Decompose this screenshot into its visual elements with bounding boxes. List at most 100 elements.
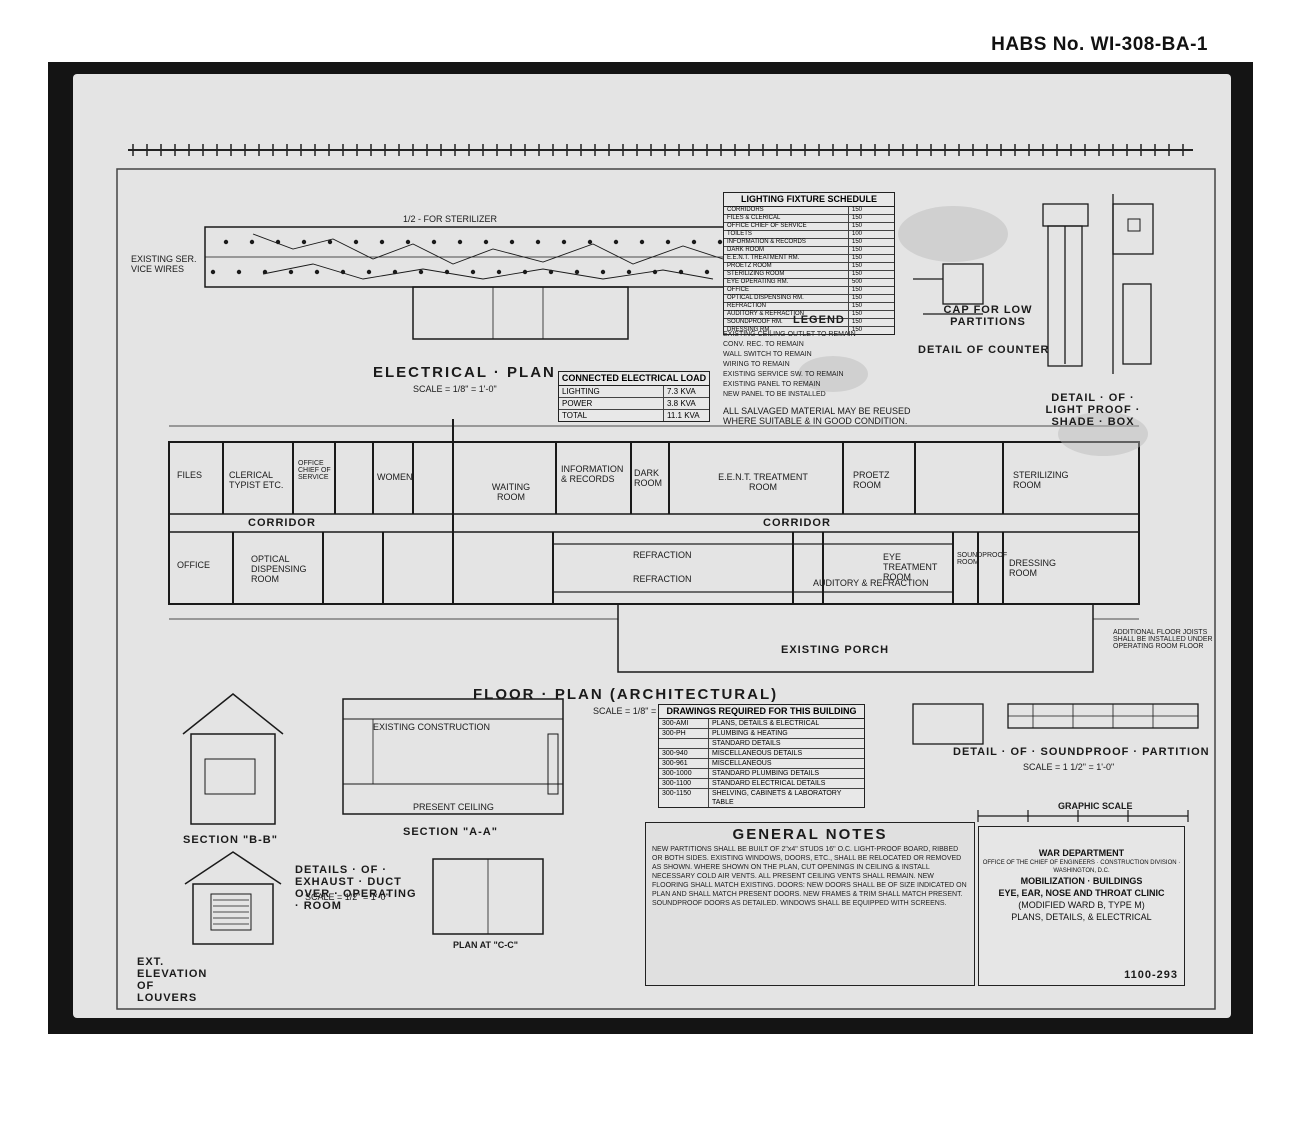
fixture-watts: 150	[852, 303, 863, 309]
corridor-label: CORRIDOR	[763, 517, 831, 529]
project-line: (MODIFIED WARD B, TYPE M)	[1018, 900, 1145, 910]
fixture-room: CORRIDORS	[724, 207, 849, 214]
soundproof-partition-label: DETAIL · OF · SOUNDPROOF · PARTITION	[953, 746, 1210, 758]
fixture-schedule-title: LIGHTING FIXTURE SCHEDULE	[724, 193, 894, 207]
light-proof-shade-box-label: DETAIL · OF · LIGHT PROOF · SHADE · BOX	[1045, 392, 1141, 428]
general-notes-text: NEW PARTITIONS SHALL BE BUILT OF 2"x4" S…	[652, 846, 967, 907]
electrical-plan-scale: SCALE = 1/8" = 1'-0"	[413, 384, 497, 394]
general-notes-title: GENERAL NOTES	[732, 826, 888, 843]
room-label: CLERICAL TYPIST ETC.	[229, 470, 284, 490]
drawings-required-title: DRAWINGS REQUIRED FOR THIS BUILDING	[659, 705, 864, 719]
detail-of-counter-label: DETAIL OF COUNTER	[918, 344, 1050, 356]
drawing-border	[116, 168, 1216, 1010]
room-label: AUDITORY & REFRACTION	[813, 578, 929, 588]
legend-item: WALL SWITCH TO REMAIN	[723, 351, 812, 358]
drawing-title: PLUMBING & HEATING	[712, 730, 788, 737]
room-label: PROETZ ROOM	[853, 470, 890, 490]
smudges	[798, 206, 1148, 456]
room-label: STERILIZING ROOM	[1013, 470, 1069, 490]
drawing-no: 300-1100	[659, 779, 709, 788]
legend-item: EXISTING CEILING OUTLET TO REMAIN	[723, 331, 856, 338]
exhaust-duct-label: DETAILS · OF · EXHAUST · DUCT OVER · OPE…	[295, 864, 417, 912]
fixture-room: DRESSING RM.	[724, 327, 849, 334]
fixture-room: OFFICE CHIEF OF SERVICE	[724, 223, 849, 230]
office-name: OFFICE OF THE CHIEF OF ENGINEERS · CONST…	[982, 860, 1181, 874]
drawing-sheet: ELECTRICAL · PLAN SCALE = 1/8" = 1'-0" 1…	[73, 74, 1231, 1018]
graphic-scale-label: GRAPHIC SCALE	[1058, 801, 1133, 811]
soundproof-partition-detail	[912, 703, 1199, 745]
sterilizer-note: 1/2 - FOR STERILIZER	[403, 214, 498, 224]
counter-detail	[913, 194, 1154, 374]
room-label: INFORMATION & RECORDS	[561, 464, 624, 484]
blueprint-linework	[116, 144, 1216, 1010]
fixture-schedule-row: E.E.N.T. TREATMENT RM.150	[724, 255, 894, 263]
legend-item: EXISTING SERVICE SW. TO REMAIN	[723, 371, 844, 378]
legend-item: CONV. REC. TO REMAIN	[723, 341, 804, 348]
electrical-plan-title: ELECTRICAL · PLAN	[373, 364, 556, 381]
fixture-room: REFRACTION	[724, 303, 849, 310]
exhaust-duct-scale: SCALE = 1/2" = 1'-0"	[305, 892, 389, 902]
room-label: DRESSING ROOM	[1009, 558, 1057, 578]
drawing-title: STANDARD ELECTRICAL DETAILS	[712, 780, 826, 787]
graphic-scale-bar	[977, 810, 1189, 822]
fixture-room: OFFICE	[724, 287, 849, 294]
existing-porch-label: EXISTING PORCH	[781, 644, 890, 656]
room-label: SOUNDPROOF ROOM	[957, 552, 1008, 566]
fixture-room: STERILIZING ROOM	[724, 271, 849, 278]
fixture-watts: 500	[852, 279, 863, 285]
project-line: PLANS, DETAILS, & ELECTRICAL	[1011, 912, 1152, 922]
electrical-plan	[204, 226, 738, 340]
fixture-schedule-row: OPTICAL DISPENSING RM.150	[724, 295, 894, 303]
fixture-room: TOILETS	[724, 231, 849, 238]
plan-cc-label: PLAN AT "C-C"	[453, 940, 519, 950]
fixture-schedule-row: DRESSING RM.150	[724, 327, 894, 334]
fixture-watts: 150	[852, 215, 863, 221]
drawing-title: PLANS, DETAILS & ELECTRICAL	[712, 720, 820, 727]
fixture-watts: 150	[852, 311, 863, 317]
drawing-no	[659, 739, 709, 748]
additional-floor-joists-note: ADDITIONAL FLOOR JOISTS SHALL BE INSTALL…	[1113, 629, 1213, 650]
drawing-no: 300-961	[659, 759, 709, 768]
fixture-room: FILES & CLERICAL	[724, 215, 849, 222]
fixture-watts: 150	[852, 255, 863, 261]
drawing-title: STANDARD DETAILS	[712, 740, 781, 747]
drawings-required-row: STANDARD DETAILS	[659, 739, 864, 749]
ext-elevation-label: EXT. ELEVATION OF LOUVERS	[137, 956, 208, 1004]
floor-plan	[168, 419, 1140, 673]
room-label: OFFICE CHIEF OF SERVICE	[298, 460, 331, 481]
legend-item: WIRING TO REMAIN	[723, 361, 790, 368]
drawing-number: 1100-293	[1124, 969, 1178, 981]
drawing-title: STANDARD PLUMBING DETAILS	[712, 770, 820, 777]
drawing-no: 300-AMI	[659, 719, 709, 728]
fixture-room: OPTICAL DISPENSING RM.	[724, 295, 849, 302]
floor-plan-scale: SCALE = 1/8" = 1'-0"	[593, 706, 677, 716]
photo-frame: ELECTRICAL · PLAN SCALE = 1/8" = 1'-0" 1…	[48, 62, 1253, 1034]
fixture-room: SOUNDPROOF RM.	[724, 319, 849, 326]
ruler-ticks	[132, 144, 1184, 156]
fixture-watts: 150	[852, 207, 863, 213]
soundproof-partition-scale: SCALE = 1 1/2" = 1'-0"	[1023, 762, 1115, 772]
fixture-room: INFORMATION & RECORDS	[724, 239, 849, 246]
project-line: EYE, EAR, NOSE AND THROAT CLINIC	[998, 888, 1165, 898]
room-label: FILES	[177, 470, 203, 480]
drawings-required-table: DRAWINGS REQUIRED FOR THIS BUILDING 300-…	[658, 704, 865, 808]
room-label: EYE TREATMENT ROOM	[883, 552, 938, 582]
room-label: REFRACTION	[633, 574, 692, 584]
legend-footnote: ALL SALVAGED MATERIAL MAY BE REUSED WHER…	[723, 406, 911, 426]
fixture-room: PROETZ ROOM	[724, 263, 849, 270]
fixture-watts: 100	[852, 231, 863, 237]
project-line: MOBILIZATION · BUILDINGS	[1020, 876, 1143, 886]
fixture-room: DARK ROOM	[724, 247, 849, 254]
legend-item: NEW PANEL TO BE INSTALLED	[723, 391, 826, 398]
